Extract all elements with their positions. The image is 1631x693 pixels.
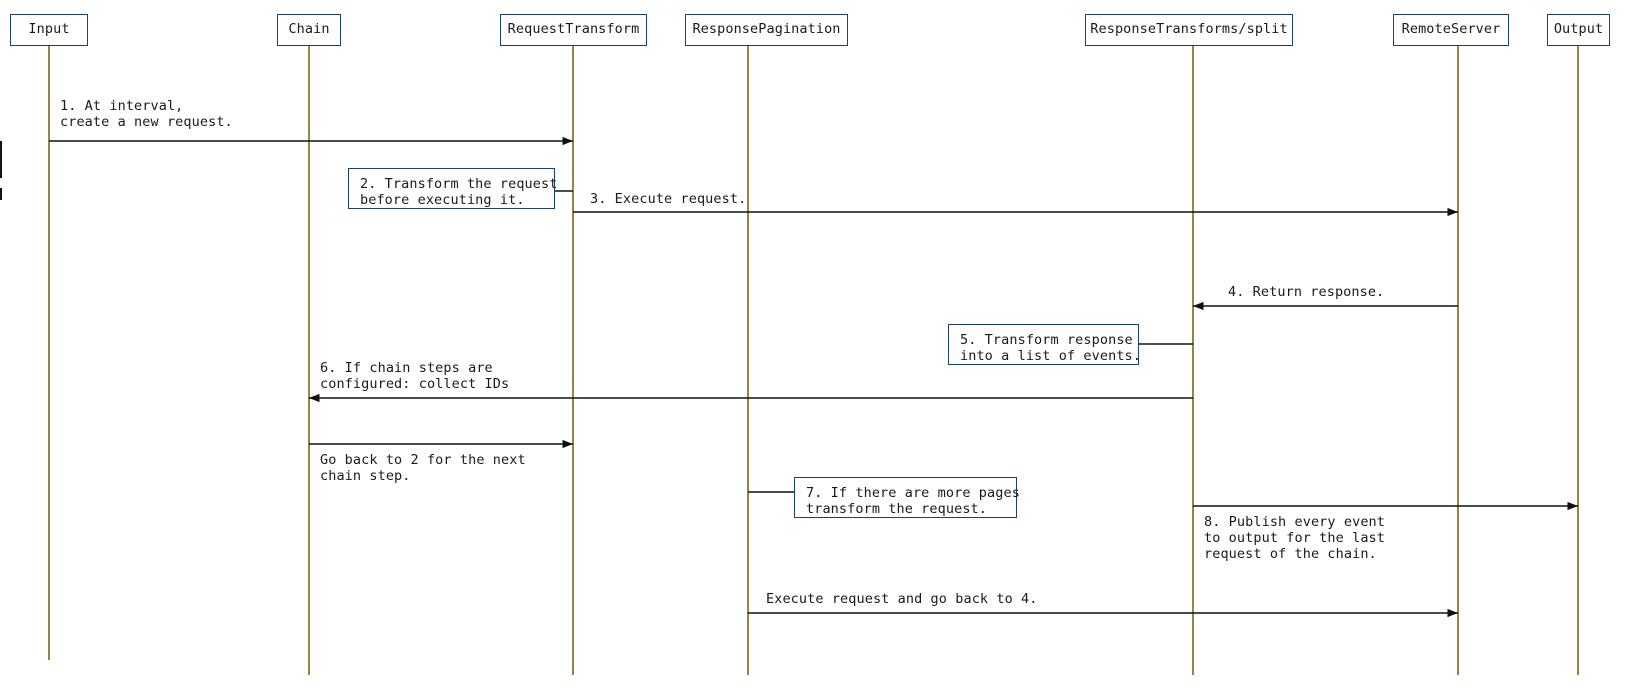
- label-msg-goback: Go back to 2 for the next chain step.: [320, 452, 526, 484]
- participant-resppage[interactable]: ResponsePagination: [685, 14, 848, 46]
- message-arrows-group: [49, 136, 1578, 618]
- participant-respxform[interactable]: ResponseTransforms/split: [1085, 14, 1293, 46]
- note-5: 5. Transform response into a list of eve…: [948, 324, 1141, 365]
- lifelines-group: [48, 46, 1579, 675]
- participant-input[interactable]: Input: [10, 14, 88, 46]
- left-edge-artifact-lower: [0, 188, 2, 200]
- label-msg-8: 8. Publish every event to output for the…: [1204, 514, 1386, 562]
- note-7: 7. If there are more pages transform the…: [794, 477, 1020, 518]
- participant-output[interactable]: Output: [1547, 14, 1610, 46]
- note-2: 2. Transform the request before executin…: [348, 168, 557, 209]
- label-msg-4: 4. Return response.: [1228, 284, 1385, 300]
- note-connectors-group: [555, 190, 1193, 493]
- label-msg-6: 6. If chain steps are configured: collec…: [320, 360, 510, 392]
- label-msg-3: 3. Execute request.: [590, 191, 747, 207]
- label-msg-1: 1. At interval, create a new request.: [60, 98, 233, 130]
- participant-remote[interactable]: RemoteServer: [1393, 14, 1509, 46]
- participant-reqxform[interactable]: RequestTransform: [500, 14, 647, 46]
- participant-chain[interactable]: Chain: [277, 14, 341, 46]
- left-edge-artifact-upper: [0, 141, 2, 178]
- label-msg-exec-again: Execute request and go back to 4.: [766, 591, 1038, 607]
